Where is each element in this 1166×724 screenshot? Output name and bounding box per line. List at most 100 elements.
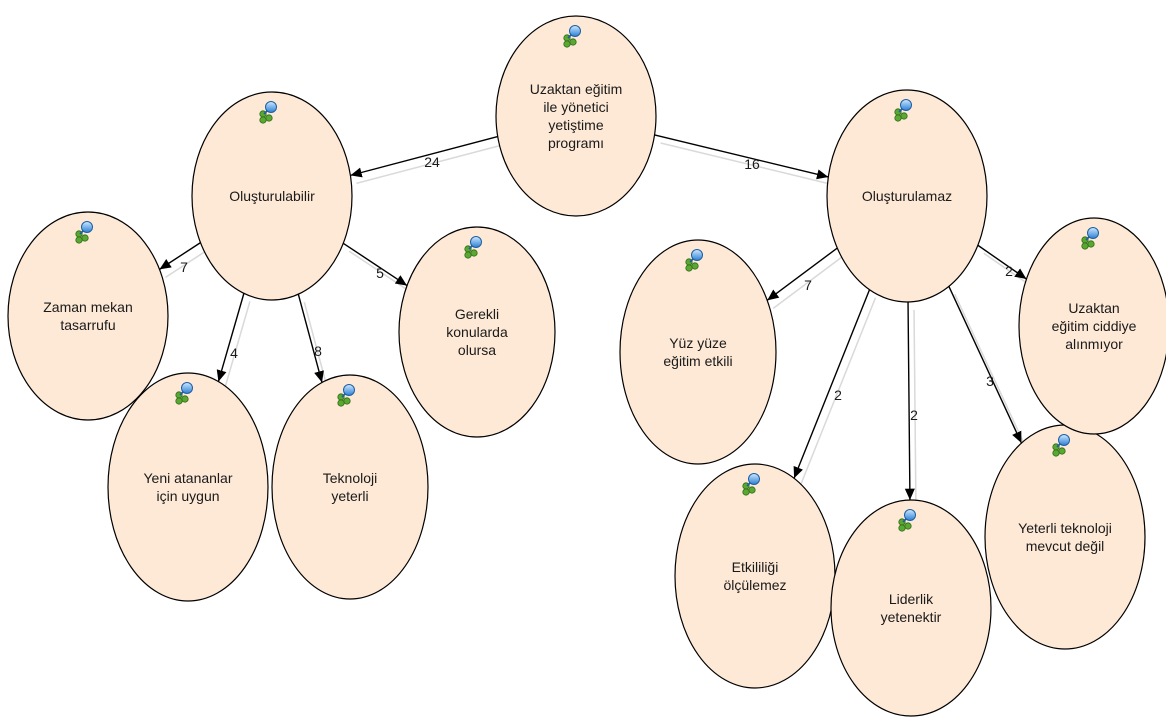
- edge-label: 7: [804, 277, 812, 293]
- node-ellipse: [1018, 217, 1166, 435]
- edge-label: 4: [230, 345, 238, 361]
- node-label-line: Yüz yüze: [669, 335, 727, 351]
- node-label-line: tasarrufu: [60, 317, 115, 333]
- node-label-line: Zaman mekan: [43, 299, 132, 315]
- node-yeterli_tek[interactable]: Yeterli teknoloji mevcut değil: [984, 424, 1146, 650]
- node-liderlik[interactable]: Liderlik yetenektir: [830, 499, 992, 717]
- network-search-icon: [259, 101, 277, 124]
- node-label-line: için uygun: [156, 488, 219, 504]
- node-label-line: Yeterli teknoloji: [1018, 520, 1112, 536]
- edge-arrow: [159, 242, 201, 270]
- node-yeni[interactable]: Yeni atananlar için uygun: [107, 372, 269, 602]
- node-ellipse: [830, 499, 992, 717]
- node-label-line: yeterli: [331, 488, 368, 504]
- node-ellipse: [619, 239, 777, 465]
- edge-arrow: [350, 135, 498, 178]
- node-label-line: Gerekli: [455, 306, 499, 322]
- node-ellipse: [984, 424, 1146, 650]
- node-root[interactable]: Uzaktan eğitim ile yönetici yetiştime progr…: [495, 15, 657, 217]
- node-teknoloji[interactable]: Teknoloji yeterli: [271, 374, 429, 600]
- node-etkililigi[interactable]: Etkililiği ölçülemez: [674, 463, 836, 689]
- edge-arrow: [793, 289, 871, 479]
- network-search-icon: [1052, 434, 1070, 457]
- edge-arrow: [297, 294, 324, 383]
- edge-shadow: [954, 294, 1029, 452]
- edge-arrow: [977, 244, 1027, 280]
- node-label-line: Liderlik: [889, 591, 934, 607]
- network-search-icon: [685, 249, 703, 272]
- node-label-line: yetiştime: [548, 117, 603, 133]
- node-ellipse: [398, 226, 556, 438]
- edge-arrow: [342, 242, 408, 287]
- edge-olusturulamaz-liderlik: 2: [904, 301, 918, 509]
- node-label-line: ile yönetici: [543, 99, 608, 115]
- node-label-line: Yeni atananlar: [143, 470, 232, 486]
- edge-shadow: [983, 252, 1033, 288]
- node-ellipse: [674, 463, 836, 689]
- node-label-line: Etkililiği: [732, 559, 779, 575]
- edge-arrow: [654, 134, 829, 180]
- node-label-line: Uzaktan eğitim: [530, 81, 623, 97]
- node-label-line: programı: [548, 135, 604, 151]
- edge-arrow: [216, 293, 245, 382]
- network-search-icon: [898, 509, 916, 532]
- network-search-icon: [563, 25, 581, 48]
- node-olusturulamaz[interactable]: Oluşturulamaz: [826, 89, 988, 303]
- node-ellipse: [191, 91, 353, 301]
- node-uzaktan_cid[interactable]: Uzaktan eğitim ciddiye alınmıyor: [1018, 217, 1166, 435]
- node-label-line: alınmıyor: [1065, 336, 1123, 352]
- node-label-line: Oluşturulabilir: [229, 188, 315, 204]
- edge-arrow: [904, 301, 915, 501]
- edge-shadow: [348, 250, 414, 295]
- edge-label: 24: [424, 154, 440, 170]
- node-zaman[interactable]: Zaman mekan tasarrufu: [7, 211, 169, 421]
- node-label-line: yetenektir: [881, 609, 942, 625]
- network-search-icon: [464, 236, 482, 259]
- node-label-line: eğitim ciddiye: [1052, 318, 1137, 334]
- edge-shadow: [799, 297, 877, 487]
- node-ellipse: [826, 89, 988, 303]
- edge-arrow: [766, 247, 838, 301]
- edge-olusturulamaz-yeterli_tek: 3: [948, 286, 1029, 452]
- network-search-icon: [1081, 227, 1099, 250]
- node-label-line: Teknoloji: [323, 470, 377, 486]
- node-label-line: mevcut değil: [1026, 538, 1105, 554]
- edge-olusturulamaz-uzaktan_cid: 2: [977, 244, 1033, 288]
- edge-arrow: [948, 286, 1023, 444]
- network-search-icon: [75, 221, 93, 244]
- node-label-line: olursa: [458, 342, 496, 358]
- edge-label: 2: [834, 387, 842, 403]
- edge-shadow: [772, 255, 844, 309]
- edge-olusturulabilir-zaman: 7: [159, 242, 207, 278]
- node-label-line: Uzaktan: [1068, 300, 1119, 316]
- network-search-icon: [894, 99, 912, 122]
- edge-label: 8: [314, 343, 322, 359]
- network-search-icon: [337, 384, 355, 407]
- edge-label: 16: [744, 156, 760, 172]
- edge-shadow: [356, 143, 504, 185]
- network-search-icon: [175, 382, 193, 405]
- node-ellipse: [7, 211, 169, 421]
- edge-label: 3: [986, 373, 994, 389]
- edge-olusturulabilir-teknoloji: 8: [297, 294, 329, 391]
- edge-shadow: [303, 302, 329, 391]
- node-olusturulabilir[interactable]: Oluşturulabilir: [191, 91, 353, 301]
- node-label-line: ölçülemez: [723, 577, 786, 593]
- edge-shadow: [223, 301, 251, 390]
- edge-olusturulabilir-gerekli: 5: [342, 242, 414, 295]
- edge-shadow: [165, 250, 207, 278]
- edge-label: 5: [376, 265, 384, 281]
- node-ellipse: [107, 372, 269, 602]
- edge-shadow: [913, 309, 917, 509]
- node-ellipse: [495, 15, 657, 217]
- edge-label: 2: [910, 407, 918, 423]
- edge-label: 2: [1005, 263, 1013, 279]
- edge-root-olusturulamaz: 16: [654, 134, 835, 186]
- edge-olusturulabilir-yeni: 4: [216, 293, 251, 390]
- edge-label: 7: [180, 259, 188, 275]
- edge-root-olusturulabilir: 24: [350, 135, 504, 185]
- edge-olusturulamaz-etkililigi: 2: [793, 289, 877, 487]
